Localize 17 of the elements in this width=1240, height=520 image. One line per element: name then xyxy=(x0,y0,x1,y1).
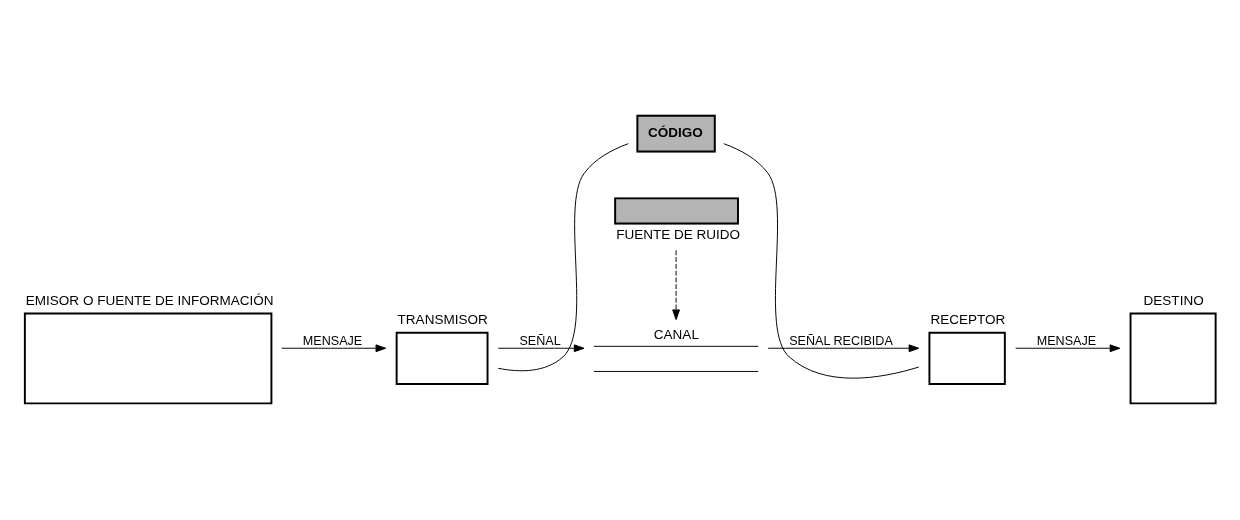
edge-label: SEÑAL xyxy=(519,333,561,348)
arrow xyxy=(281,343,387,352)
connector xyxy=(723,142,920,379)
connector xyxy=(497,142,629,371)
node-label: TRANSMISOR xyxy=(397,311,488,327)
arrow xyxy=(497,343,585,352)
edge-label: SEÑAL RECIBIDA xyxy=(789,333,893,348)
edge-label: MENSAJE xyxy=(1036,333,1097,348)
arrow xyxy=(672,249,680,320)
arrow xyxy=(767,343,920,352)
node-label: EMISOR O FUENTE DE INFORMACIÓN xyxy=(25,292,274,308)
node-label: FUENTE DE RUIDO xyxy=(616,226,741,242)
edge-label: MENSAJE xyxy=(302,333,363,348)
node-label: RECEPTOR xyxy=(930,311,1006,327)
arrow xyxy=(1015,343,1121,352)
node-text: CANAL xyxy=(653,326,699,342)
node-label: DESTINO xyxy=(1143,292,1204,308)
